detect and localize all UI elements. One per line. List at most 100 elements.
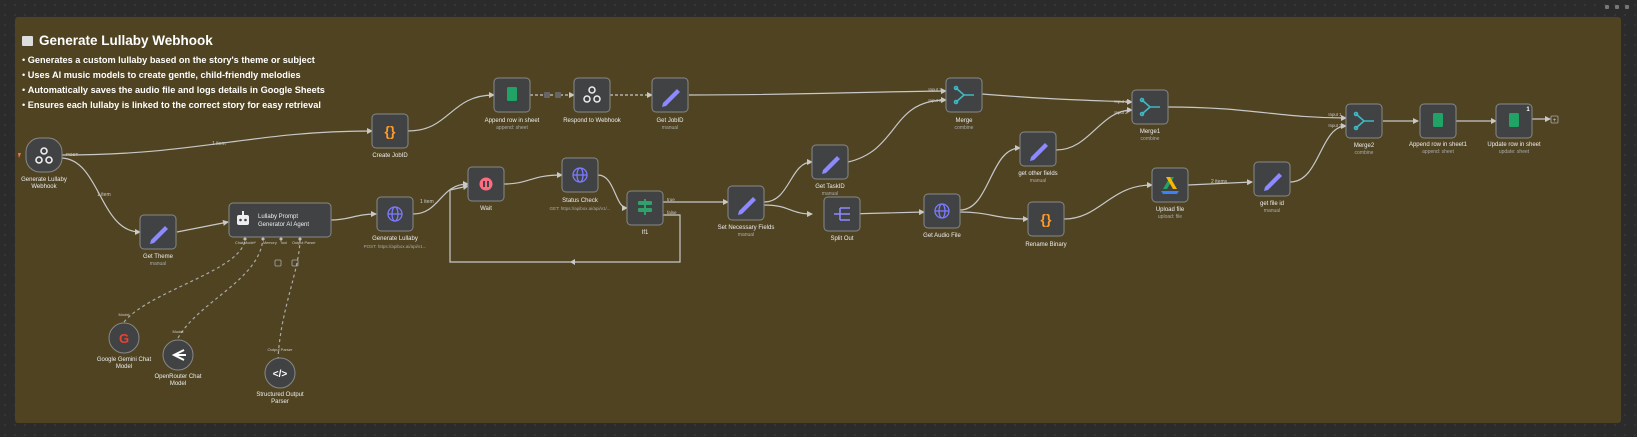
run-count-badge: 1 [1526,107,1530,113]
node-get-theme[interactable]: Get Theme manual [139,214,177,267]
port-label: Output Parser [268,347,294,352]
edge [959,211,1029,222]
node-status-check[interactable]: Status Check GET: https://apibox.ai/api/… [549,157,611,211]
node-label: Respond to Webhook [563,118,622,124]
node-respond-to-webhook[interactable]: Respond to Webhook [563,77,622,124]
google-sheets-icon [1509,113,1519,127]
google-sheets-icon [507,87,517,101]
node-subtitle: upload: file [1158,214,1182,220]
node-label: Merge1 [1140,129,1161,135]
edge [763,159,813,203]
add-memory-button[interactable] [274,259,282,267]
node-split-out[interactable]: Split Out [823,196,861,242]
node-label: Generate Lullaby [21,177,67,183]
edge [61,128,373,156]
node-rename-binary[interactable]: {} Rename Binary [1025,201,1067,248]
node-subtitle: manual [150,261,166,267]
port-diamond[interactable] [243,237,247,241]
node-set-necessary-fields[interactable]: Set Necessary Fields manual [718,185,775,238]
split-out-icon [834,207,850,221]
node-get-taskid[interactable]: Get TaskID manual [811,144,849,197]
edge [763,204,813,217]
node-if1[interactable]: If1 [626,190,664,236]
edge [177,237,264,339]
pencil-icon [662,89,680,107]
edge [1055,107,1133,151]
pencil-icon [1264,173,1282,191]
loop-arrow-icon [570,259,575,265]
node-wait[interactable]: Wait [467,166,505,212]
node-subtitle: combine [955,125,974,131]
edge [847,97,947,163]
pause-icon [479,177,493,191]
node-get-audio-file[interactable]: Get Audio File [923,193,962,239]
node-openrouter-chat-model[interactable]: Model OpenRouter Chat Model [154,329,201,387]
webhook-icon [583,86,601,103]
node-lullaby-prompt-agent[interactable]: Lullaby Prompt Generator AI Agent Chat M… [228,202,332,245]
port-diamond[interactable] [261,237,265,241]
port-label: Output Parser [292,241,316,245]
input-label: Input 1 [1328,112,1342,117]
node-generate-lullaby-http[interactable]: Generate Lullaby POST: https://apibox.ai… [364,196,427,249]
node-label: If1 [642,230,649,236]
port-label: Memory [263,241,277,245]
node-label: Wait [480,206,492,212]
node-create-jobid[interactable]: {} Create JobID [371,113,409,159]
node-append-row-in-sheet1[interactable]: Append row in sheet1 append: sheet [1409,103,1468,155]
pencil-icon [1030,143,1048,161]
node-generate-lullaby-webhook[interactable]: Generate Lullaby Webhook [18,137,67,190]
port-diamond[interactable] [279,237,283,241]
edge [176,220,229,233]
node-label: Upload file [1156,207,1185,213]
edge [597,174,628,211]
node-label: Model [116,364,132,370]
node-label: Rename Binary [1025,242,1066,248]
edge-delete-button[interactable] [555,92,561,98]
node-subtitle: GET: https://apibox.ai/api/v1/... [549,206,610,211]
edge [1167,106,1347,121]
node-label: Set Necessary Fields [718,225,775,231]
node-merge[interactable]: Input 1 Input 2 Merge combine [928,77,983,131]
add-tool-button[interactable] [291,259,299,267]
node-get-file-id[interactable]: get file id manual [1253,161,1291,214]
node-merge2[interactable]: Input 1 Input 2 Merge2 combine [1328,103,1383,156]
note-bullet: Generates a custom lullaby based on the … [22,53,325,68]
node-label: Generate Lullaby [372,236,418,242]
if-icon [638,199,652,215]
merge-icon [1139,97,1160,117]
node-label: Generator AI Agent [258,222,309,228]
node-label: Google Gemini Chat [97,357,152,363]
edge [1187,179,1253,186]
node-label: get file id [1260,201,1284,207]
node-get-jobid[interactable]: Get JobID manual [651,77,689,131]
node-label: Merge2 [1354,143,1375,149]
node-label: Structured Output [256,392,304,398]
node-update-row-in-sheet[interactable]: 1 Update row in sheet update: sheet [1487,103,1541,155]
note-title: Generate Lullaby Webhook [22,33,213,48]
node-get-other-fields[interactable]: get other fields manual [1018,131,1058,184]
edge-label: 1 item [420,199,434,205]
node-upload-file[interactable]: Upload file upload: file [1151,167,1189,220]
pencil-icon [150,226,168,244]
node-merge1[interactable]: Input 1 Input 2 Merge1 combine [1114,89,1169,142]
node-google-gemini-chat-model[interactable]: G Model Google Gemini Chat Model [97,312,152,370]
edge [981,93,1133,105]
add-node-button[interactable] [1550,115,1559,124]
node-append-row-in-sheet[interactable]: Append row in sheet append: sheet [485,77,540,131]
port-label: Chat Model* [235,241,256,245]
input-label: Input 2 [1328,123,1342,128]
node-subtitle: manual [1264,208,1280,214]
node-label: Append row in sheet [485,118,540,124]
code-braces-icon: {} [385,123,396,139]
google-drive-icon [1161,177,1179,194]
node-label: Create JobID [372,153,408,159]
node-subtitle: manual [738,232,754,238]
node-structured-output-parser[interactable]: </> Output Parser Structured Output Pars… [256,347,304,405]
port-diamond[interactable] [298,237,302,241]
edge-add-button[interactable] [544,92,550,98]
node-label: Get JobID [656,118,684,124]
edge [688,88,947,96]
connections [61,88,1551,361]
google-icon: G [119,331,129,346]
